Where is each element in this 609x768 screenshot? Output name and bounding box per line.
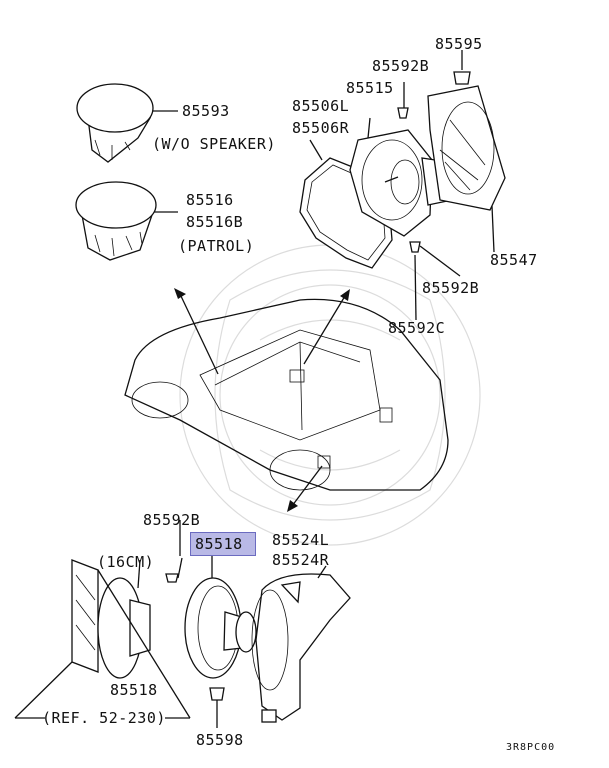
- label-85524r: 85524R: [272, 551, 330, 569]
- label-85515: 85515: [346, 79, 394, 97]
- screw-85592b-low[interactable]: [165, 520, 183, 583]
- housing-85524[interactable]: [251, 565, 351, 723]
- screw-85592b-top[interactable]: [397, 82, 409, 119]
- clip-85595[interactable]: [453, 50, 471, 85]
- label-85592b-mid: 85592B: [422, 279, 480, 297]
- cap-85593[interactable]: [76, 83, 178, 163]
- screw-85592b-mid[interactable]: [409, 241, 461, 321]
- label-85506r: 85506R: [292, 119, 350, 137]
- label-85592c: 85592C: [388, 319, 446, 337]
- label-85592b-low: 85592B: [143, 511, 201, 529]
- label-85506l: 85506L: [292, 97, 350, 115]
- speaker-bracket-85547[interactable]: [427, 85, 506, 253]
- label-diagram-code: 3R8PC00: [506, 742, 556, 753]
- label-patrol: (PATROL): [178, 237, 255, 255]
- label-wo-speaker: (W/O SPEAKER): [152, 135, 276, 153]
- label-85518-highlight[interactable]: 85518: [190, 532, 256, 556]
- label-16cm: (16CM): [97, 553, 155, 571]
- cap-85516[interactable]: [75, 181, 178, 261]
- car-outline: [124, 298, 449, 491]
- label-85593: 85593: [182, 102, 230, 120]
- label-85516b: 85516B: [186, 213, 244, 231]
- arrows: [174, 288, 350, 512]
- label-85547: 85547: [490, 251, 538, 269]
- bolt-85598[interactable]: [209, 687, 225, 728]
- label-85598: 85598: [196, 731, 244, 749]
- label-ref: (REF. 52-230): [42, 709, 166, 727]
- ref-leader: [14, 569, 191, 719]
- label-85592b-top: 85592B: [372, 57, 430, 75]
- label-85595: 85595: [435, 35, 483, 53]
- speaker-85518[interactable]: [223, 611, 257, 653]
- label-85518: 85518: [110, 681, 158, 699]
- label-85516: 85516: [186, 191, 234, 209]
- ref-speaker[interactable]: [71, 559, 151, 679]
- label-85524l: 85524L: [272, 531, 330, 549]
